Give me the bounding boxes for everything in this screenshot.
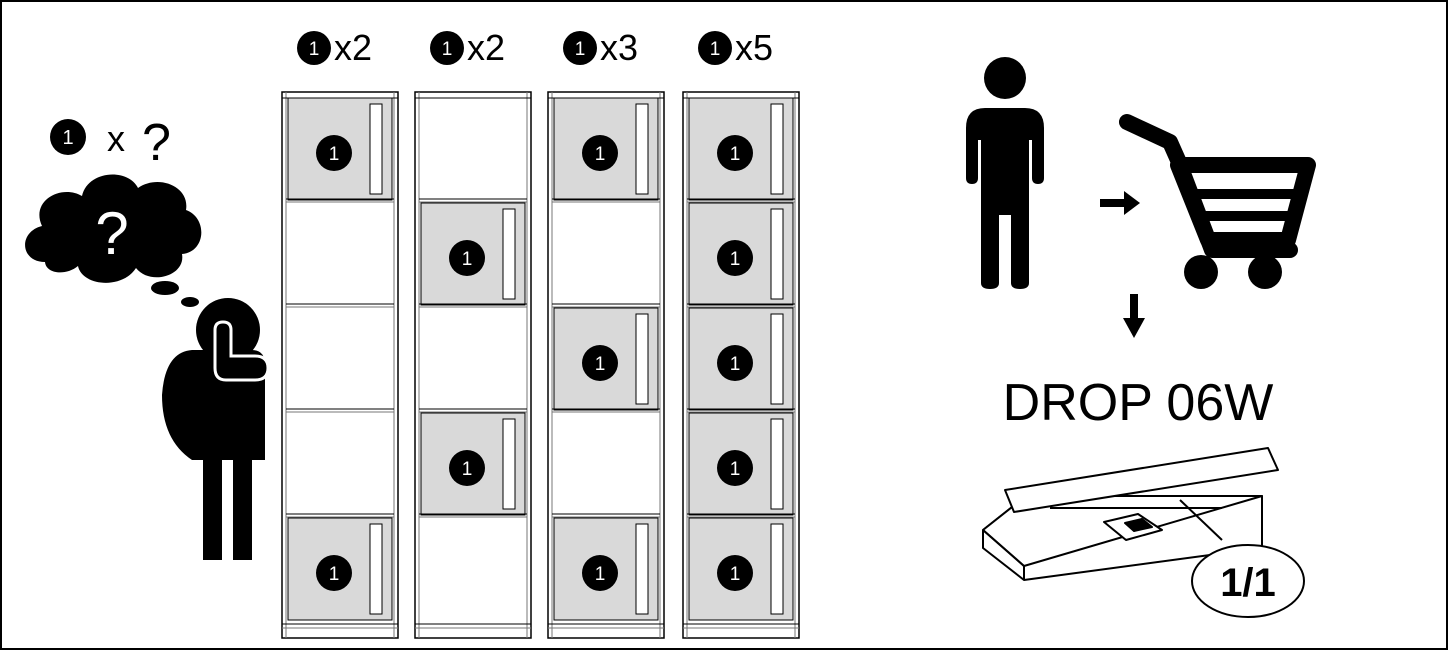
drawer-panel: 1 <box>689 413 793 515</box>
package-count-badge: 1/1 <box>1192 545 1304 617</box>
unit-count-badge-label: 1 <box>309 39 320 60</box>
unit-count-badge-label: 1 <box>575 39 586 60</box>
thought-cloud-icon: ? <box>25 175 201 307</box>
drawer-handle <box>636 524 648 614</box>
unit-count-label: x2 <box>467 27 505 68</box>
product-code: DROP 06W <box>1003 374 1274 432</box>
drawer-panel: 1 <box>689 518 793 620</box>
drawer-panel: 1 <box>554 98 658 200</box>
drawer-panel: 1 <box>689 98 793 200</box>
unit-count-badge: 1 <box>430 31 464 65</box>
drawer-panel: 1 <box>689 308 793 410</box>
question-group: 1 x ? <box>50 114 171 172</box>
shopping-cart-icon <box>1127 122 1308 289</box>
drawer-handle <box>370 104 382 194</box>
unit-count-label: x3 <box>600 27 638 68</box>
drawer-panel: 1 <box>288 518 392 620</box>
drawer-handle <box>771 524 783 614</box>
drawer-panel: 1 <box>421 203 525 305</box>
drawer-panel: 1 <box>689 203 793 305</box>
drawer-handle <box>503 419 515 509</box>
unit-count-label: x5 <box>735 27 773 68</box>
unit-count-label: x2 <box>334 27 372 68</box>
drawer-badge-label: 1 <box>329 564 340 585</box>
drawer-handle <box>771 104 783 194</box>
drawer-handle <box>636 314 648 404</box>
unit-count-badge: 1 <box>297 31 331 65</box>
drawer-badge-label: 1 <box>730 144 741 165</box>
arrow-right-icon <box>1100 191 1140 215</box>
drawer-badge-label: 1 <box>462 249 473 270</box>
unit-frame <box>415 92 531 638</box>
drawer-handle <box>636 104 648 194</box>
drawer-handle <box>771 314 783 404</box>
drawer-panel: 1 <box>288 98 392 200</box>
unit-count-badge: 1 <box>563 31 597 65</box>
drawer-badge-label: 1 <box>462 459 473 480</box>
arrow-down-icon <box>1123 294 1145 338</box>
thought-cloud-mark: ? <box>95 200 128 267</box>
shelving-units: 1 x2 1 1 1 x2 1 1 1 x3 1 1 1 1 x5 1 1 1 1 1 <box>282 27 799 638</box>
unit-count-badge-label: 1 <box>710 39 721 60</box>
drawer-badge-label: 1 <box>730 354 741 375</box>
unit-count-badge: 1 <box>698 31 732 65</box>
question-badge-label: 1 <box>62 127 73 149</box>
shelving-unit-2: 1 x2 1 1 <box>415 27 531 638</box>
drawer-panel: 1 <box>421 413 525 515</box>
shelving-unit-3: 1 x3 1 1 1 <box>548 27 664 638</box>
person-icon <box>966 57 1044 289</box>
person-thinking-icon <box>162 298 268 560</box>
package-count: 1/1 <box>1220 561 1276 605</box>
drawer-badge-label: 1 <box>595 144 606 165</box>
question-mark: ? <box>142 114 171 172</box>
drawer-handle <box>503 209 515 299</box>
drawer-handle <box>771 209 783 299</box>
drawer-panel: 1 <box>554 518 658 620</box>
shelving-unit-4: 1 x5 1 1 1 1 1 <box>683 27 799 638</box>
drawer-badge-label: 1 <box>595 354 606 375</box>
drawer-badge-label: 1 <box>730 459 741 480</box>
drawer-panel: 1 <box>554 308 658 410</box>
question-badge: 1 <box>50 119 86 155</box>
drawer-badge-label: 1 <box>730 249 741 270</box>
shelving-unit-1: 1 x2 1 1 <box>282 27 398 638</box>
unit-count-badge-label: 1 <box>442 39 453 60</box>
question-x-label: x <box>107 118 125 159</box>
drawer-badge-label: 1 <box>329 144 340 165</box>
drawer-badge-label: 1 <box>595 564 606 585</box>
drawer-handle <box>771 419 783 509</box>
drawer-badge-label: 1 <box>730 564 741 585</box>
drawer-handle <box>370 524 382 614</box>
